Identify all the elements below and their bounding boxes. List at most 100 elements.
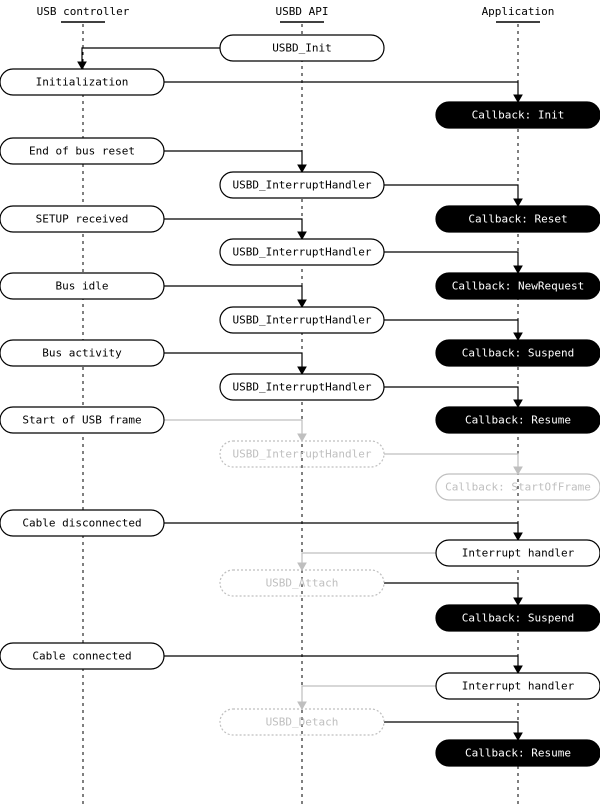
node-n_cb_suspend2[interactable]: Callback: Suspend: [435, 604, 600, 632]
node-label: Callback: Init: [472, 109, 565, 122]
node-n_cb_resume1[interactable]: Callback: Resume: [435, 406, 600, 434]
node-label: Callback: NewRequest: [452, 280, 584, 293]
edge-n_ihandler1-to-n_attach: [297, 552, 436, 572]
node-shape: [219, 373, 385, 401]
node-label: USBD_Detach: [266, 716, 339, 729]
node-n_detach[interactable]: USBD_Detach: [219, 708, 385, 736]
edge-n_cableconn-to-n_ihandler2: [164, 655, 523, 675]
node-label: Callback: Suspend: [462, 347, 575, 360]
node-n_ih5[interactable]: USBD_InterruptHandler: [219, 440, 385, 468]
edge-n_ihandler2-to-n_detach: [297, 685, 436, 711]
node-label: USBD_InterruptHandler: [232, 314, 371, 327]
edge-n_cabledisc-to-n_ihandler1: [164, 522, 523, 542]
node-shape: [435, 272, 600, 300]
lane-header-application: Application: [482, 5, 555, 18]
node-label: Callback: Suspend: [462, 612, 575, 625]
node-label: USBD_InterruptHandler: [232, 246, 371, 259]
lane-headers-layer: USB controller USBD API Application: [37, 5, 555, 23]
node-label: USBD_Attach: [266, 577, 339, 590]
node-label: Bus idle: [56, 280, 109, 293]
node-n_cb_reset[interactable]: Callback: Reset: [435, 205, 600, 233]
edge-n_ih3-to-n_cb_suspend1: [384, 319, 523, 342]
node-label: Interrupt handler: [462, 547, 575, 560]
node-shape: [435, 406, 600, 434]
node-shape: [435, 604, 600, 632]
edge-n_attach-to-n_cb_suspend2: [384, 582, 523, 607]
node-n_busidle[interactable]: Bus idle: [0, 272, 165, 300]
node-shape: [0, 68, 165, 96]
lane-header-usbd_api: USBD API: [276, 5, 329, 18]
node-label: SETUP received: [36, 213, 129, 226]
node-shape: [0, 339, 165, 367]
node-n_ih3[interactable]: USBD_InterruptHandler: [219, 306, 385, 334]
edge-n_startframe-to-n_ih5: [164, 419, 307, 443]
node-shape: [435, 739, 600, 767]
node-shape: [0, 509, 165, 537]
node-label: End of bus reset: [29, 145, 135, 158]
node-shape: [0, 642, 165, 670]
node-n_cb_startofframe[interactable]: Callback: StartOfFrame: [435, 473, 600, 501]
node-shape: [0, 272, 165, 300]
node-shape: [435, 205, 600, 233]
node-label: Cable connected: [32, 650, 131, 663]
edge-n_detach-to-n_cb_resume2: [384, 721, 523, 742]
node-shape: [219, 708, 385, 736]
node-shape: [435, 101, 600, 129]
node-label: Bus activity: [42, 347, 122, 360]
node-shape: [435, 539, 600, 567]
node-n_attach[interactable]: USBD_Attach: [219, 569, 385, 597]
node-n_busactivity[interactable]: Bus activity: [0, 339, 165, 367]
node-n_cb_newrequest[interactable]: Callback: NewRequest: [435, 272, 600, 300]
node-label: Callback: Resume: [465, 414, 571, 427]
node-n_setup[interactable]: SETUP received: [0, 205, 165, 233]
node-label: Cable disconnected: [22, 517, 141, 530]
node-shape: [435, 473, 600, 501]
edge-n_ih5-to-n_cb_startofframe: [384, 453, 523, 476]
node-label: Callback: StartOfFrame: [445, 481, 591, 494]
node-n_init[interactable]: USBD_Init: [219, 34, 385, 62]
node-shape: [0, 406, 165, 434]
node-n_ihandler1[interactable]: Interrupt handler: [435, 539, 600, 567]
edge-n_busactivity-to-n_ih4: [164, 352, 307, 376]
node-n_cabledisc[interactable]: Cable disconnected: [0, 509, 165, 537]
node-n_ih2[interactable]: USBD_InterruptHandler: [219, 238, 385, 266]
node-n_ih4[interactable]: USBD_InterruptHandler: [219, 373, 385, 401]
node-n_cb_init[interactable]: Callback: Init: [435, 101, 600, 129]
node-n_ih1[interactable]: USBD_InterruptHandler: [219, 171, 385, 199]
node-shape: [0, 205, 165, 233]
node-n_startframe[interactable]: Start of USB frame: [0, 406, 165, 434]
node-shape: [219, 238, 385, 266]
node-shape: [219, 34, 385, 62]
node-shape: [435, 339, 600, 367]
node-n_cableconn[interactable]: Cable connected: [0, 642, 165, 670]
node-label: USBD_InterruptHandler: [232, 179, 371, 192]
node-shape: [0, 137, 165, 165]
node-shape: [435, 672, 600, 700]
node-label: Initialization: [36, 76, 129, 89]
edge-n_ih1-to-n_cb_reset: [384, 184, 523, 208]
node-n_cb_suspend1[interactable]: Callback: Suspend: [435, 339, 600, 367]
node-n_initialization[interactable]: Initialization: [0, 68, 165, 96]
node-n_ihandler2[interactable]: Interrupt handler: [435, 672, 600, 700]
node-label: Interrupt handler: [462, 680, 575, 693]
node-label: USBD_Init: [272, 42, 332, 55]
node-shape: [219, 306, 385, 334]
edge-n_setup-to-n_ih2: [164, 218, 307, 241]
edge-n_ih2-to-n_cb_newrequest: [384, 251, 523, 275]
edge-n_endbusreset-to-n_ih1: [164, 150, 307, 174]
node-label: Callback: Resume: [465, 747, 571, 760]
node-label: Callback: Reset: [468, 213, 567, 226]
node-label: Start of USB frame: [22, 414, 141, 427]
node-shape: [219, 171, 385, 199]
edge-n_initialization-to-n_cb_init: [164, 81, 523, 104]
node-n_endbusreset[interactable]: End of bus reset: [0, 137, 165, 165]
lane-header-controller: USB controller: [37, 5, 130, 18]
edge-n_busidle-to-n_ih3: [164, 285, 307, 309]
node-shape: [219, 440, 385, 468]
node-label: USBD_InterruptHandler: [232, 381, 371, 394]
node-n_cb_resume2[interactable]: Callback: Resume: [435, 739, 600, 767]
node-shape: [219, 569, 385, 597]
